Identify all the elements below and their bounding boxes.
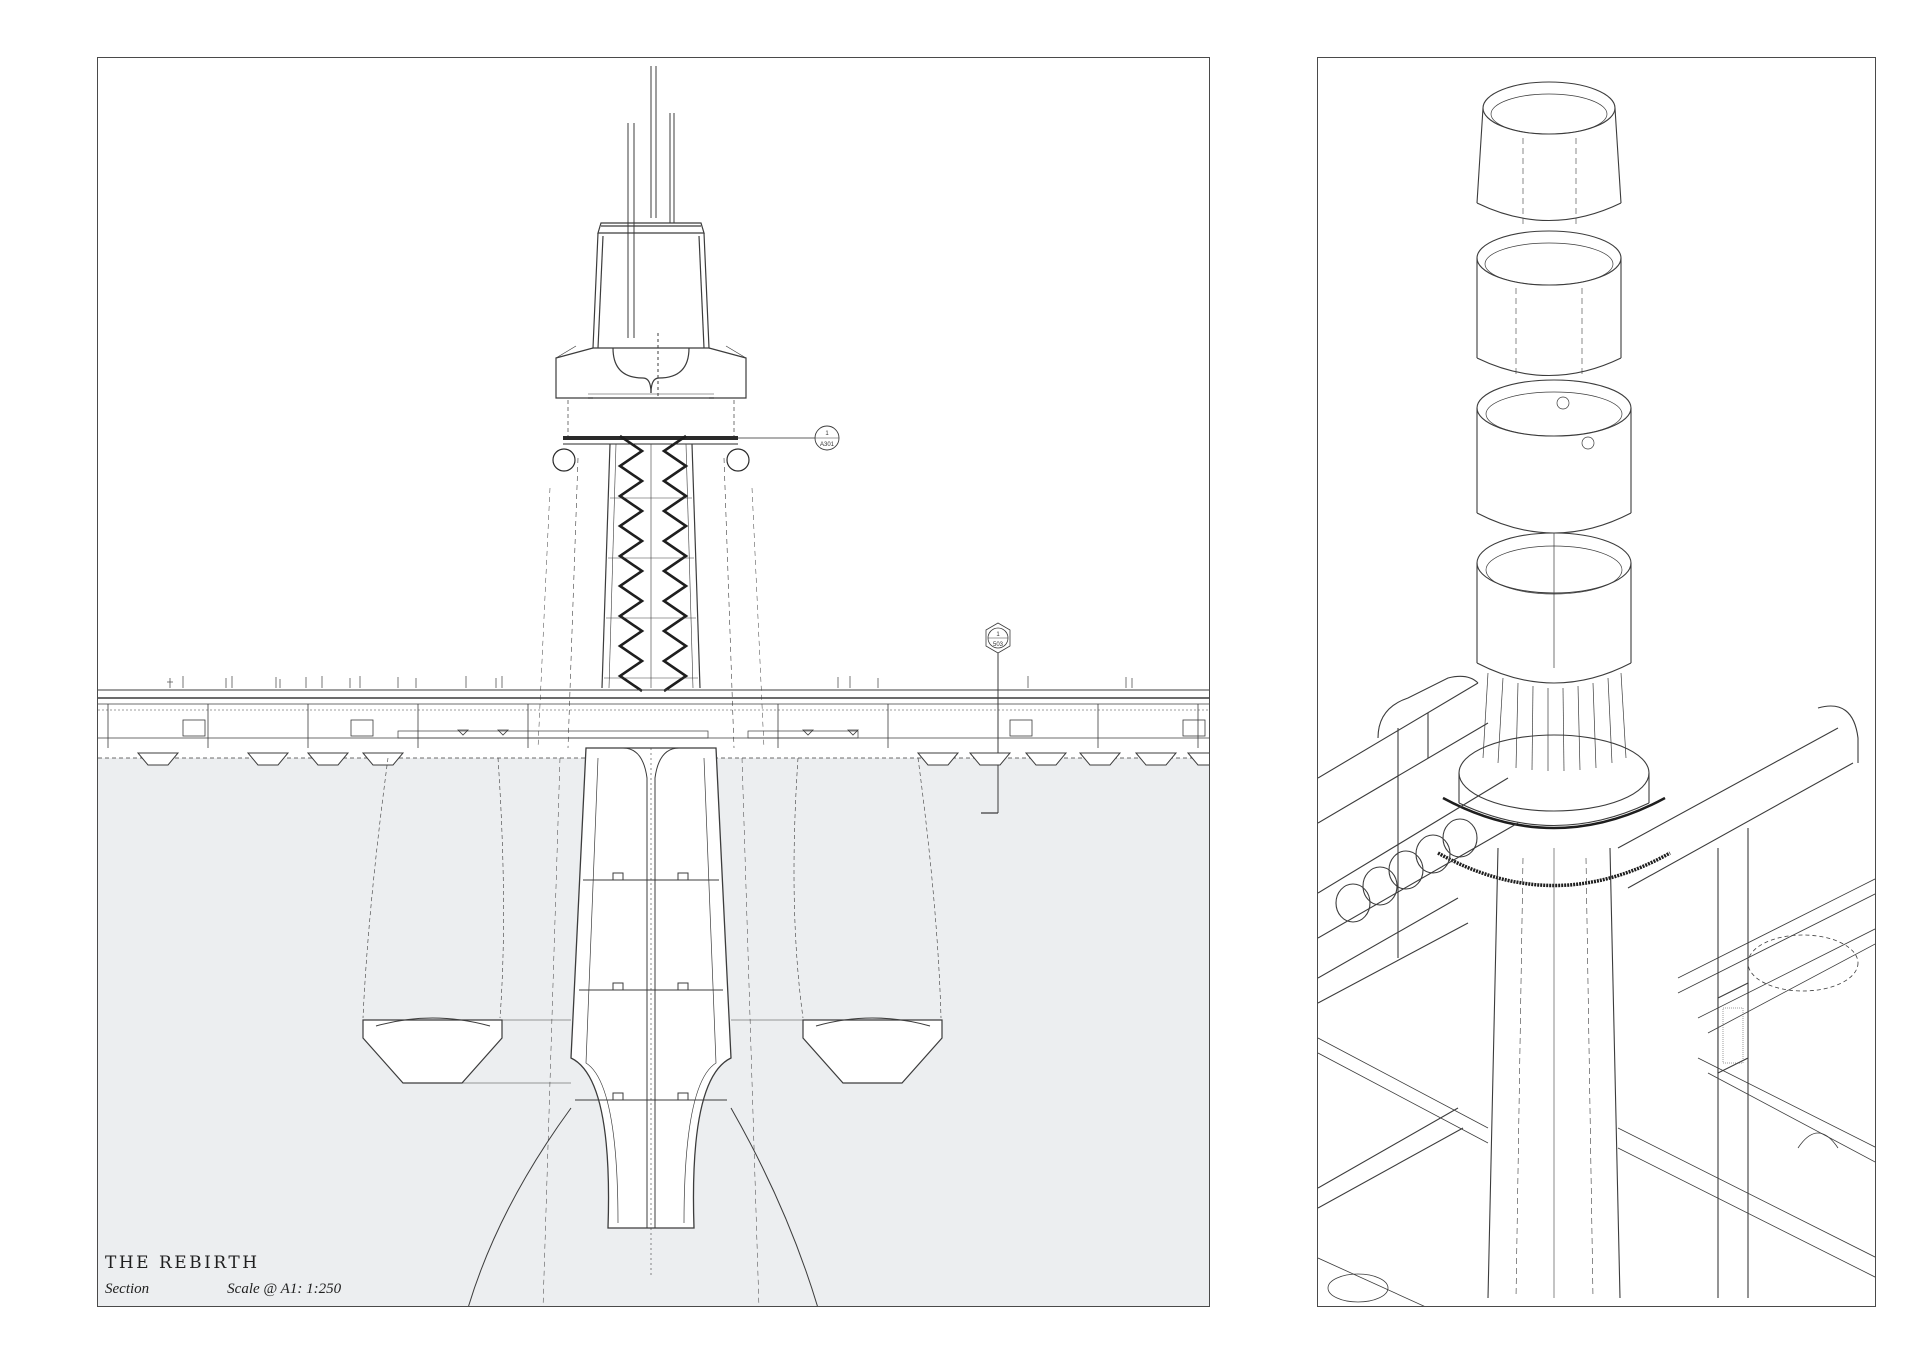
antenna-masts [627, 66, 675, 398]
marker-number: 1 [825, 431, 829, 437]
marker-sheet: 503 [993, 642, 1004, 648]
axonometric-drawing [1318, 81, 1875, 1306]
axon-shaft [1487, 847, 1621, 1299]
ground-grid [1318, 878, 1875, 1306]
stair-landings [604, 497, 698, 679]
drawing-info-row: Section Scale @ A1: 1:250 [105, 1281, 341, 1298]
pendant-pods [362, 757, 943, 1084]
section-drawing-panel: 1 A301 [97, 57, 1210, 1307]
drawing-type: Section [105, 1281, 150, 1297]
title-block: THE REBIRTH Section Scale @ A1: 1:250 [105, 1253, 341, 1298]
section-drawing: 1 A301 [98, 66, 1209, 1306]
zigzag-stairs [617, 434, 689, 693]
deck-rail [552, 436, 818, 472]
axonometric-panel [1317, 57, 1876, 1307]
ring-top [1476, 81, 1622, 228]
pipe-network-right [1617, 705, 1859, 1298]
drawing-scale: Scale @ A1: 1:250 [227, 1281, 342, 1297]
tower-upper [555, 222, 747, 439]
ring-third [1476, 379, 1632, 534]
slab-support-nodes [136, 752, 1209, 766]
people-silhouettes [167, 676, 1133, 688]
ring-fourth [1476, 532, 1632, 684]
tension-cables [468, 1107, 818, 1306]
pipe-network-left [1318, 675, 1519, 1209]
slab-frame [107, 704, 1206, 748]
ring-second [1476, 230, 1622, 378]
cage-columns [1482, 672, 1627, 772]
shaft-details [542, 747, 760, 1306]
section-marker-a301: 1 A301 [814, 425, 840, 451]
marker-number: 1 [996, 632, 1000, 638]
tower-shaft-above [537, 443, 765, 749]
exploded-rings [1318, 81, 1875, 1306]
project-title: THE REBIRTH [105, 1253, 260, 1273]
marker-sheet: A301 [820, 442, 835, 448]
section-marker-503: 1 503 [981, 622, 1011, 814]
